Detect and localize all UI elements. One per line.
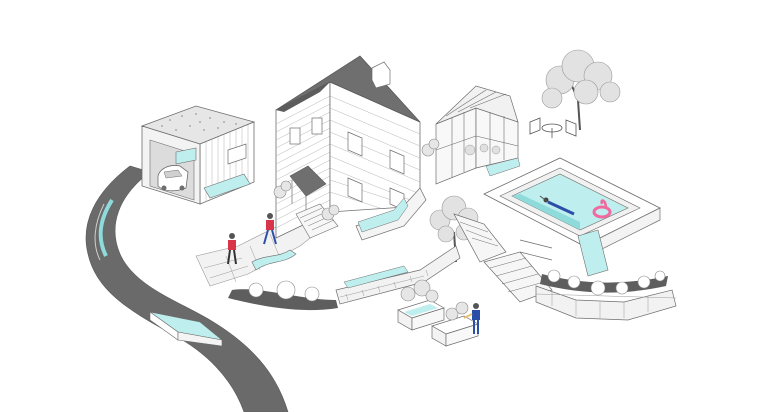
- greenhouse: [435, 85, 521, 185]
- rain-garden-front: [251, 249, 297, 271]
- person-walking-1: [227, 233, 237, 265]
- swimmer: [539, 195, 575, 216]
- stone-retaining-wall-left: [335, 245, 461, 305]
- flamingo-float: [592, 199, 612, 219]
- shrubs-right-bed: [547, 269, 666, 296]
- front-lawn: [195, 219, 319, 287]
- planting-bed-left: [228, 280, 338, 311]
- raised-planter-beds: [397, 279, 479, 347]
- backyard-tree: [541, 49, 621, 131]
- shrub-greenhouse: [421, 138, 440, 157]
- winding-driveway: [85, 165, 289, 412]
- walking-couple: [227, 213, 277, 265]
- patio-chairs: [529, 117, 577, 138]
- two-story-house: [275, 55, 427, 241]
- gardener-person: [463, 303, 480, 334]
- person-walking-2: [263, 213, 277, 245]
- shrub-porch: [273, 180, 340, 221]
- rain-garden-driveway: [149, 311, 224, 347]
- parked-car: [157, 165, 189, 192]
- garage-with-green-roof: [140, 105, 256, 205]
- garden-stairs: [453, 213, 553, 303]
